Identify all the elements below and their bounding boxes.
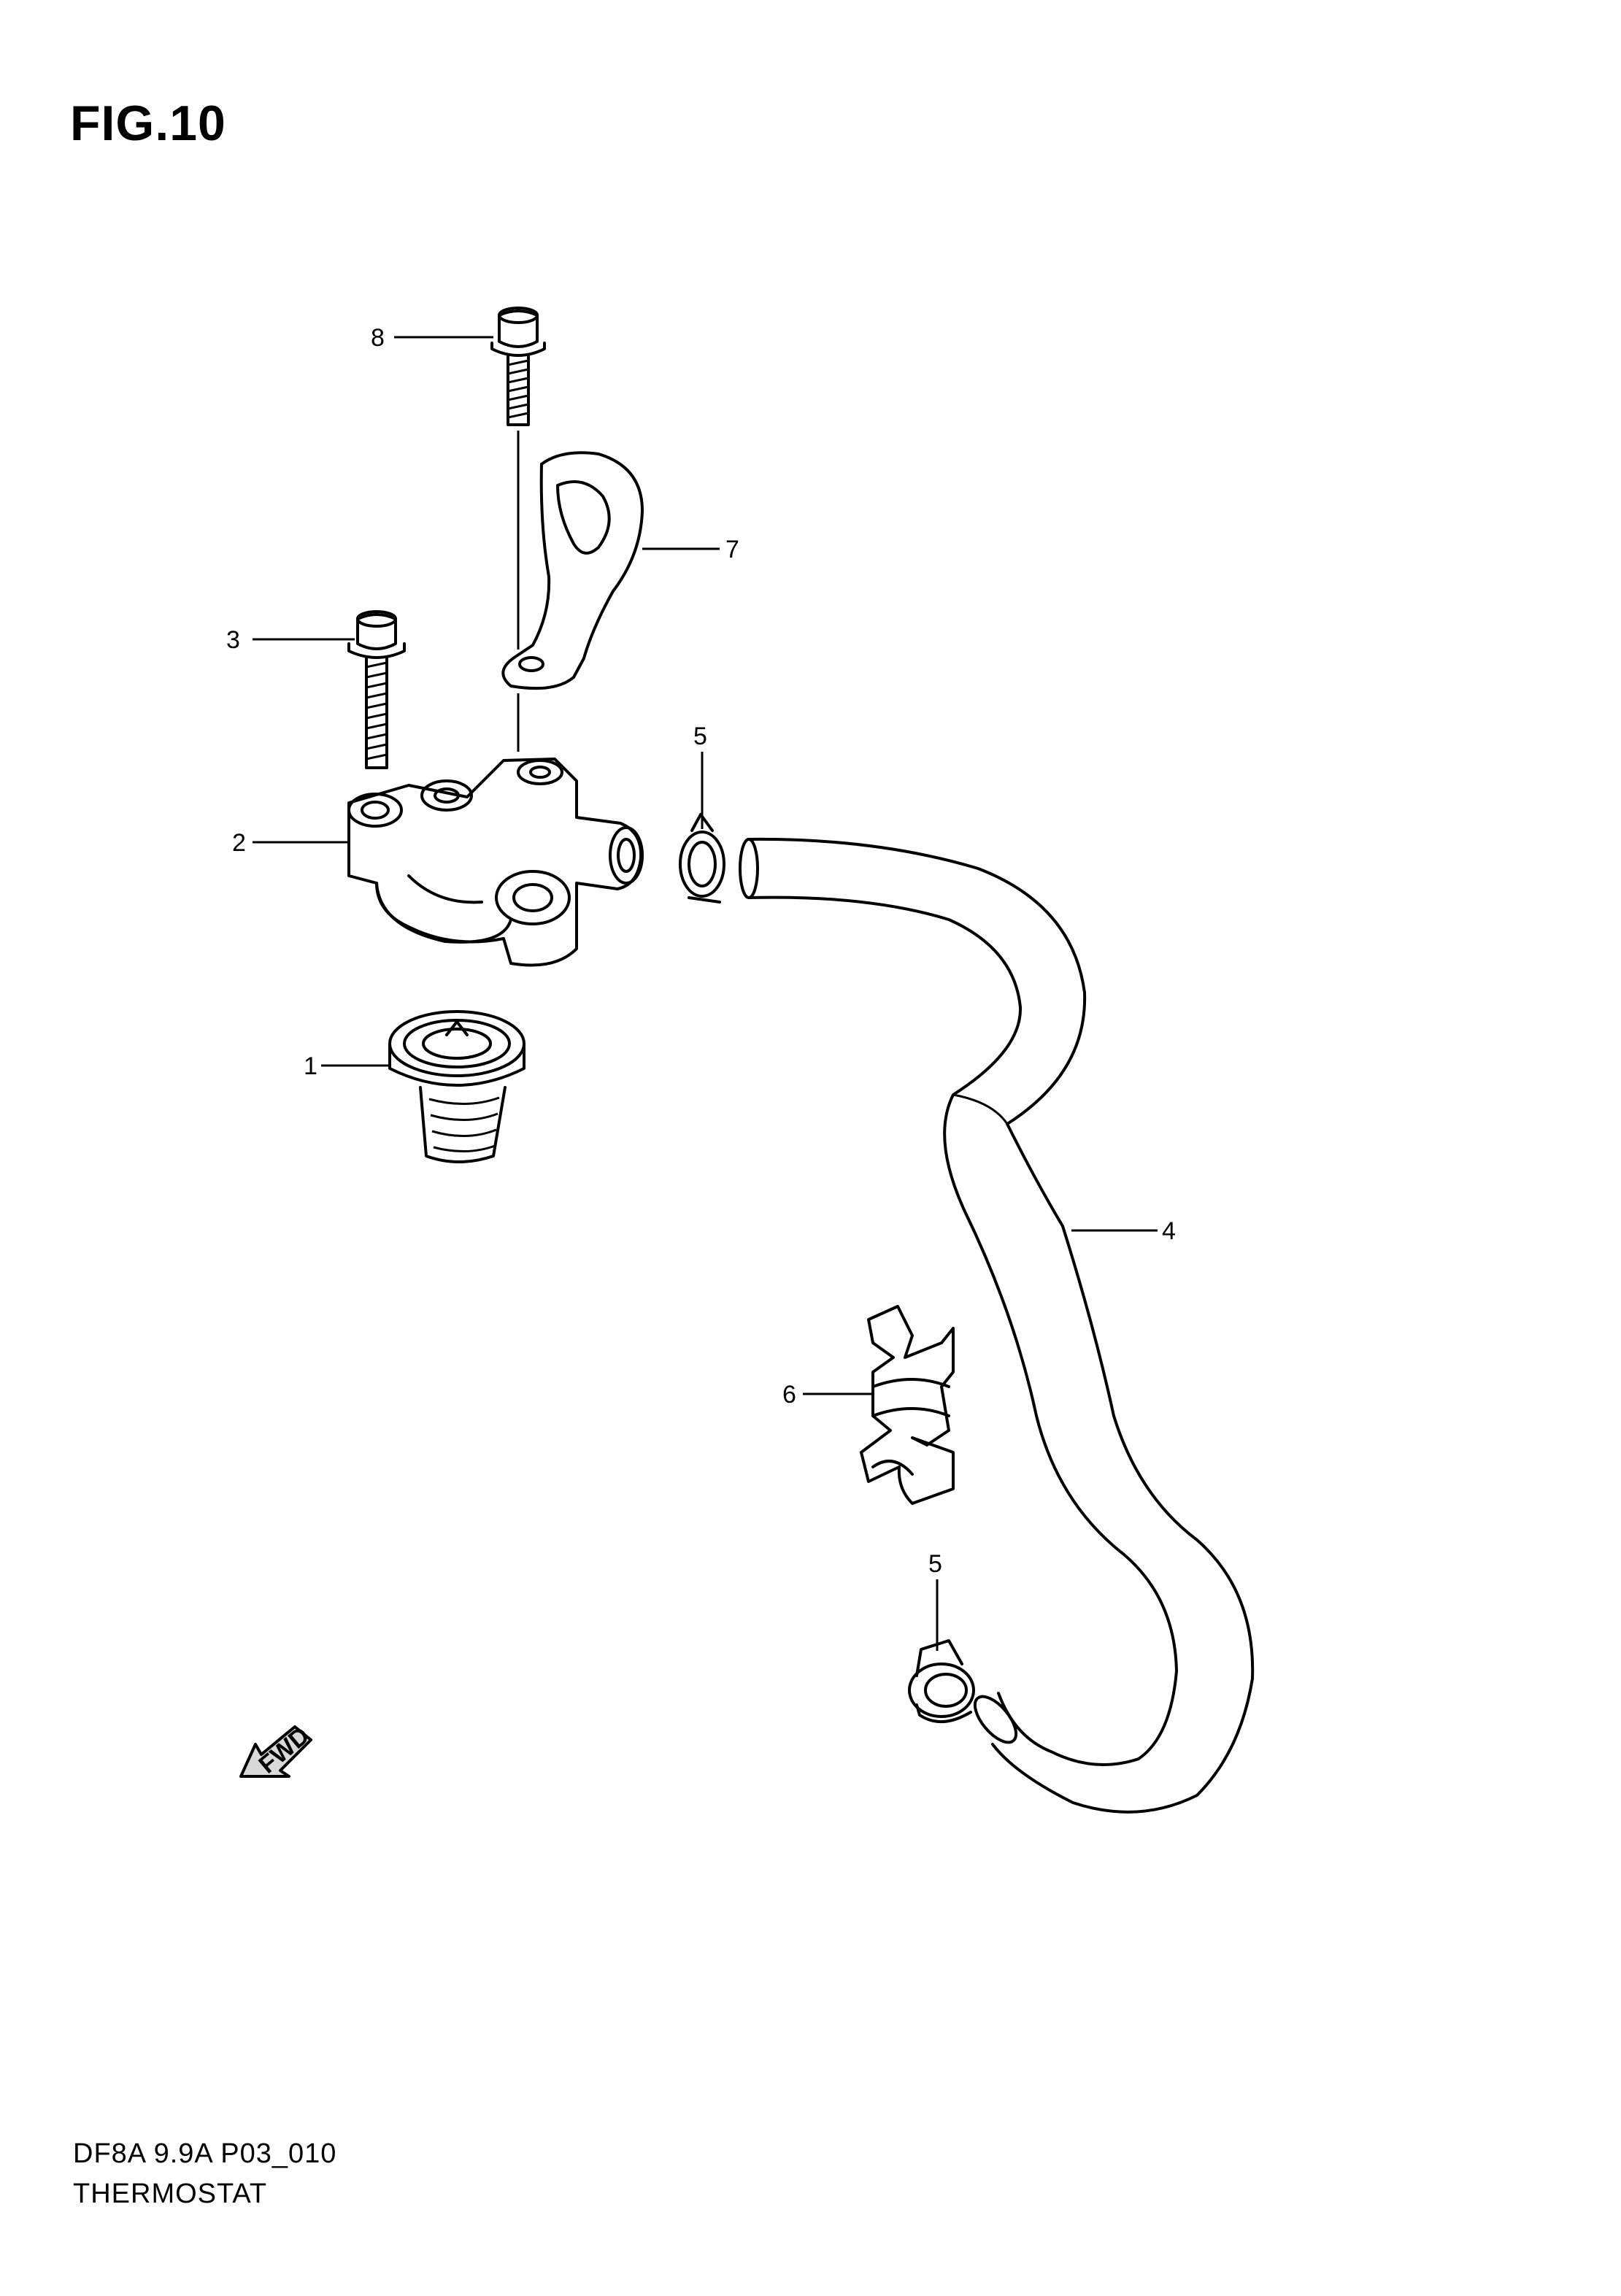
callout-4: 4 [1162,1217,1176,1245]
bracket [501,451,644,752]
bracket-bolt [490,307,546,650]
callout-8: 8 [371,324,385,352]
hose-clamp-lower [908,1639,975,1724]
callout-7: 7 [725,536,739,563]
callout-2: 2 [232,829,246,857]
thermostat [388,1010,525,1163]
callout-5-lower: 5 [928,1550,942,1578]
callout-5-upper: 5 [693,723,707,750]
water-hose [739,837,1255,1814]
cover-bolt [347,610,406,769]
hose-clamp-upper [679,813,725,904]
callout-6: 6 [782,1381,796,1409]
figure-code: DF8A 9.9A P03_010 [73,2138,337,2169]
forward-direction-badge: FWD [239,1722,315,1779]
figure-title: FIG.10 [70,96,226,151]
callout-3: 3 [226,626,240,654]
hose-clip [860,1305,955,1505]
thermostat-cover [347,758,644,967]
figure-name: THERMOSTAT [73,2178,268,2209]
callout-1: 1 [304,1052,317,1080]
